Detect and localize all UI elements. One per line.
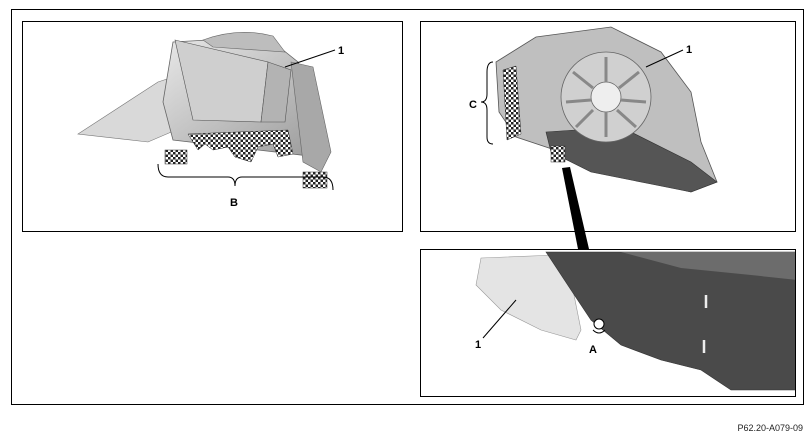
fender-liner-front-drawing: 1 B — [77, 32, 344, 209]
panel-detail-a: A 1 — [420, 249, 796, 397]
callout-1: 1 — [686, 44, 692, 56]
callout-1: 1 — [475, 339, 481, 351]
diagram-frame — [11, 9, 804, 405]
panel-view-c: 1 C — [420, 21, 796, 232]
figure-reference: P62.20-A079-09 — [737, 423, 803, 433]
panel-view-b: 1 B — [22, 21, 403, 232]
callout-a: A — [589, 344, 597, 356]
fender-liner-detail-drawing: A 1 — [475, 251, 795, 391]
callout-1: 1 — [338, 45, 344, 57]
callout-b: B — [230, 197, 238, 209]
fender-liner-side-drawing: 1 C — [469, 26, 718, 193]
callout-c: C — [469, 99, 477, 111]
